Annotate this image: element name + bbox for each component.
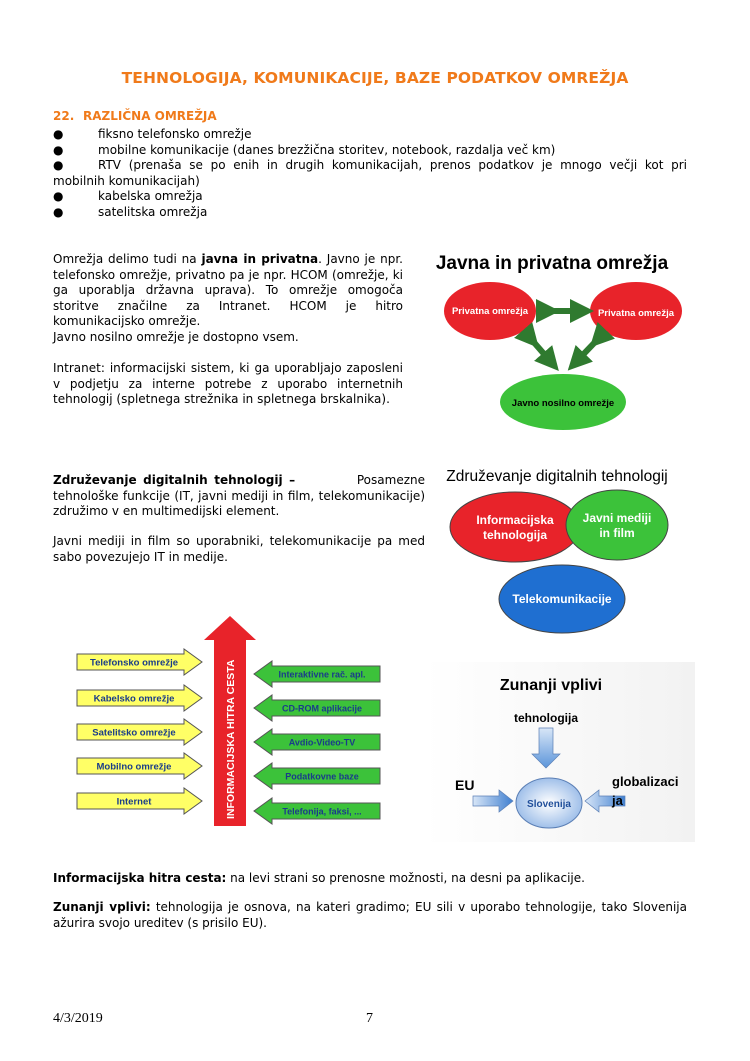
bullet-icon: ● <box>53 189 64 203</box>
arrow-left-icon <box>253 660 381 688</box>
networks-paragraph: Omrežja delimo tudi na javna in privatna… <box>53 252 403 344</box>
transport-label: Mobilno omrežje <box>97 762 172 773</box>
arrow-left-icon <box>253 797 381 825</box>
bullet-icon: ● <box>53 205 64 219</box>
arrow-right-icon <box>472 789 514 813</box>
bullet-icon: ● <box>53 158 64 172</box>
influences-diagram: Zunanji vplivi tehnologija EU Slovenija … <box>425 662 695 842</box>
convergence-paragraph: Združevanje digitalnih tehnologij – Posa… <box>53 473 425 519</box>
arrow-right-icon <box>76 718 203 746</box>
section-number: 22. <box>53 109 75 123</box>
transport-label: Telefonsko omrežje <box>90 658 178 669</box>
intranet-paragraph: Intranet: informacijski sistem, ki ga up… <box>53 361 403 407</box>
convergence-diagram-title: Združevanje digitalnih tehnologij <box>446 468 667 485</box>
globalization-label-1: globalizaci <box>612 774 678 789</box>
list-item: ●kabelska omrežja <box>53 189 203 203</box>
arrow-left-icon <box>253 762 381 790</box>
it-ellipse <box>449 491 581 563</box>
section-heading: 22. RAZLIČNA OMREŽJA <box>53 109 217 123</box>
public-network-label: Javno nosilno omrežje <box>512 398 614 409</box>
list-item: ●mobilne komunikacije (danes brezžična s… <box>53 143 556 157</box>
section-title: RAZLIČNA OMREŽJA <box>83 109 217 123</box>
arrow-left-icon <box>253 728 381 756</box>
application-label: Avdio-Video-TV <box>289 738 356 748</box>
public-network-ellipse <box>500 374 626 430</box>
application-label: CD-ROM aplikacije <box>282 704 362 714</box>
it-label-2: tehnologija <box>483 528 547 542</box>
networks-diagram-title: Javna in privatna omrežja <box>436 253 669 274</box>
slovenia-label: Slovenija <box>527 799 571 810</box>
highway-arrow-icon <box>204 616 256 826</box>
arrow-left-icon <box>584 789 626 813</box>
networks-diagram: Javna in privatna omrežja Privatna omrež… <box>436 253 682 430</box>
transport-label: Internet <box>117 797 153 808</box>
slovenia-ellipse <box>515 777 583 829</box>
footer-page-number: 7 <box>366 1011 373 1026</box>
globalization-label-2: ja <box>611 793 624 808</box>
transport-label: Satelitsko omrežje <box>92 728 175 739</box>
private-network-ellipse-left <box>444 282 536 340</box>
list-item: ●satelitska omrežja <box>53 205 208 219</box>
highway-explanation: Informacijska hitra cesta: na levi stran… <box>53 871 585 885</box>
list-item: ●fiksno telefonsko omrežje <box>53 127 252 141</box>
it-label-1: Informacijska <box>476 513 554 527</box>
arrow-right-icon <box>76 684 203 712</box>
highway-label: INFORMACIJSKA HITRA CESTA <box>225 659 237 819</box>
telecom-label: Telekomunikacije <box>512 592 611 606</box>
highway-diagram: INFORMACIJSKA HITRA CESTA Telefonsko omr… <box>76 616 381 826</box>
convergence-paragraph-2: Javni mediji in film so uporabniki, tele… <box>53 534 425 564</box>
media-label-2: in film <box>599 526 634 540</box>
arrow-right-icon <box>76 752 203 780</box>
application-label: Telefonija, faksi, ... <box>282 807 361 817</box>
telecom-ellipse <box>498 564 626 634</box>
media-label-1: Javni mediji <box>583 511 652 525</box>
bullet-icon: ● <box>53 127 64 141</box>
application-label: Interaktivne rač. apl. <box>278 670 365 680</box>
media-ellipse <box>565 489 669 561</box>
eu-label: EU <box>455 777 474 793</box>
double-arrow-icon <box>567 322 615 371</box>
influences-explanation: Zunanji vplivi: tehnologija je osnova, n… <box>53 900 687 930</box>
arrow-left-icon <box>253 694 381 722</box>
arrow-right-icon <box>76 787 203 815</box>
bullet-icon: ● <box>53 143 64 157</box>
private-network-label-left: Privatna omrežja <box>452 306 529 317</box>
application-label: Podatkovne baze <box>285 772 359 782</box>
arrow-right-icon <box>76 648 203 676</box>
page-title: TEHNOLOGIJA, KOMUNIKACIJE, BAZE PODATKOV… <box>121 69 629 87</box>
private-network-label-right: Privatna omrežja <box>598 308 675 319</box>
influences-title: Zunanji vplivi <box>500 677 602 694</box>
arrow-down-icon <box>531 727 561 769</box>
list-item: ●RTV (prenaša se po enih in drugih komun… <box>53 158 687 188</box>
footer-date: 4/3/2019 <box>53 1011 103 1026</box>
convergence-diagram: Združevanje digitalnih tehnologij Inform… <box>446 468 669 634</box>
transport-label: Kabelsko omrežje <box>94 694 175 705</box>
double-arrow-icon <box>514 322 559 372</box>
technology-label: tehnologija <box>514 711 578 725</box>
